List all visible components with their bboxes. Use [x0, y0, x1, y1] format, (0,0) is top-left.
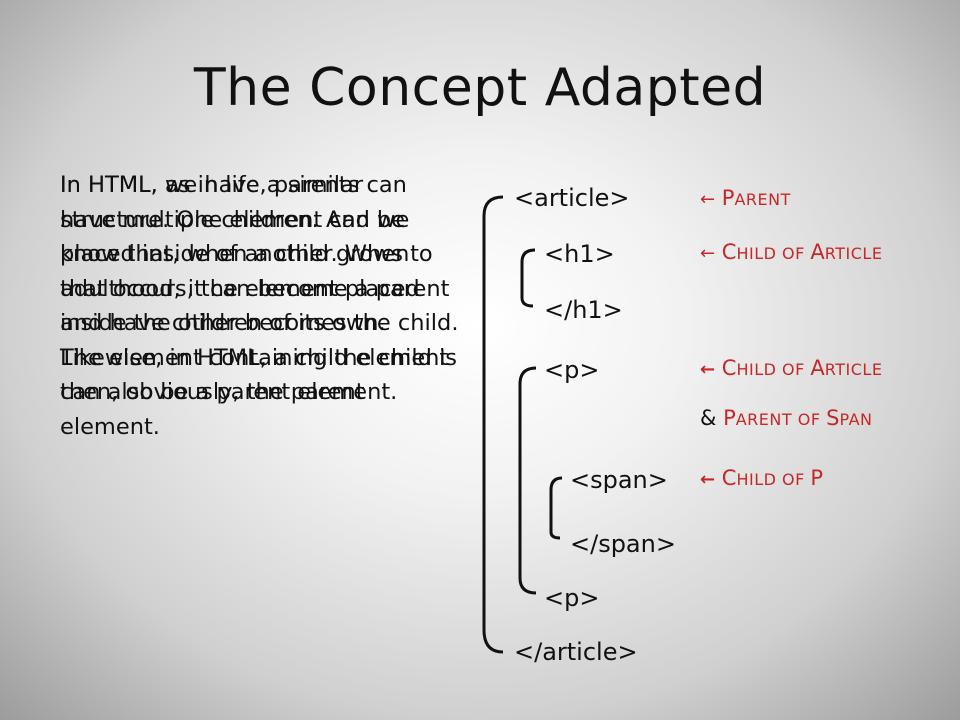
tag-h1-close: </h1>	[544, 296, 623, 324]
tag-h1-open: <h1>	[544, 240, 615, 268]
label-child-of-p: ← CHILD OF P	[700, 466, 824, 490]
slide-title: The Concept Adapted	[193, 58, 767, 118]
article-bracket	[482, 195, 504, 654]
left-arrow-icon: ←	[700, 243, 716, 264]
tag-span-close: </span>	[570, 530, 676, 558]
paragraph-life-analogy: In HTML, as in life, parents can have mu…	[60, 172, 450, 405]
tag-p-close: <p>	[544, 584, 600, 612]
tag-p-open: <p>	[544, 356, 600, 384]
h1-bracket	[520, 248, 536, 308]
paragraph-html-structure: In HTML, we have a similar structure. On…	[60, 172, 459, 440]
tag-article-close: </article>	[514, 638, 638, 666]
p-bracket	[518, 366, 537, 595]
tag-article-open: <article>	[514, 184, 630, 212]
label-child-of-article-p: ← CHILD OF ARTICLE	[700, 356, 883, 380]
left-arrow-icon: ←	[700, 359, 716, 380]
left-arrow-icon: ←	[700, 189, 716, 210]
tag-span-open: <span>	[570, 466, 668, 494]
span-bracket	[549, 476, 563, 540]
label-child-of-article-h1: ← CHILD OF ARTICLE	[700, 240, 883, 264]
label-parent: ← PARENT	[700, 186, 791, 210]
left-arrow-icon: ←	[700, 469, 716, 490]
label-parent-of-span: & PARENT OF SPAN	[700, 406, 873, 430]
